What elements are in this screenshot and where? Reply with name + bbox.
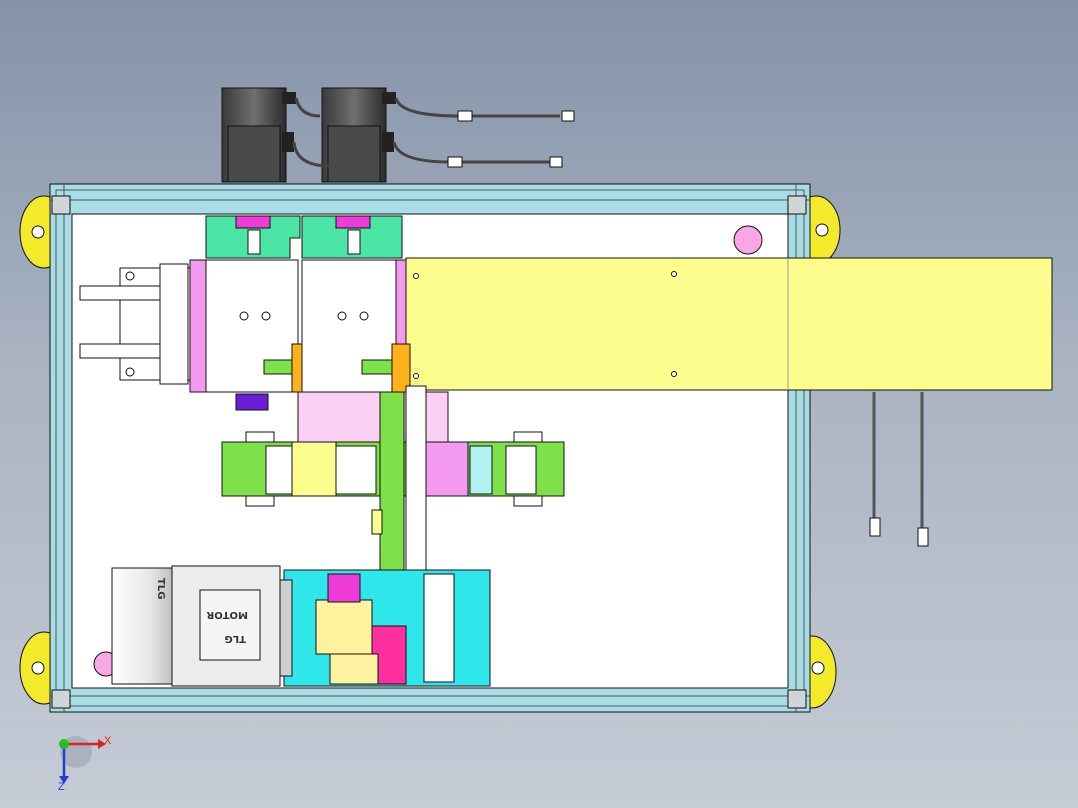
- gear-motor: MOTOR TLG TLG: [111, 565, 293, 687]
- servo-motor-right: [321, 87, 396, 183]
- linear-module-right: [301, 259, 411, 411]
- gear-motor-brand: TLG: [225, 633, 246, 644]
- gear-motor-side-label: TLG: [155, 578, 166, 599]
- sensor-cables: [869, 392, 929, 547]
- coordinate-triad-icon: X Z: [58, 735, 112, 793]
- linear-module-left: [189, 259, 311, 411]
- axis-x-label: X: [104, 735, 112, 747]
- pneumatic-cylinders: [79, 263, 191, 385]
- mint-brackets: [205, 215, 403, 259]
- conveyor-belt[interactable]: [405, 257, 1053, 391]
- axis-z-label: Z: [58, 781, 65, 793]
- cable-connector-icon: [447, 110, 575, 168]
- pink-marker-top: [733, 225, 763, 255]
- cyan-drive-block: [283, 569, 491, 687]
- servo-motor-left: [221, 87, 296, 183]
- gear-motor-label: MOTOR: [206, 609, 248, 620]
